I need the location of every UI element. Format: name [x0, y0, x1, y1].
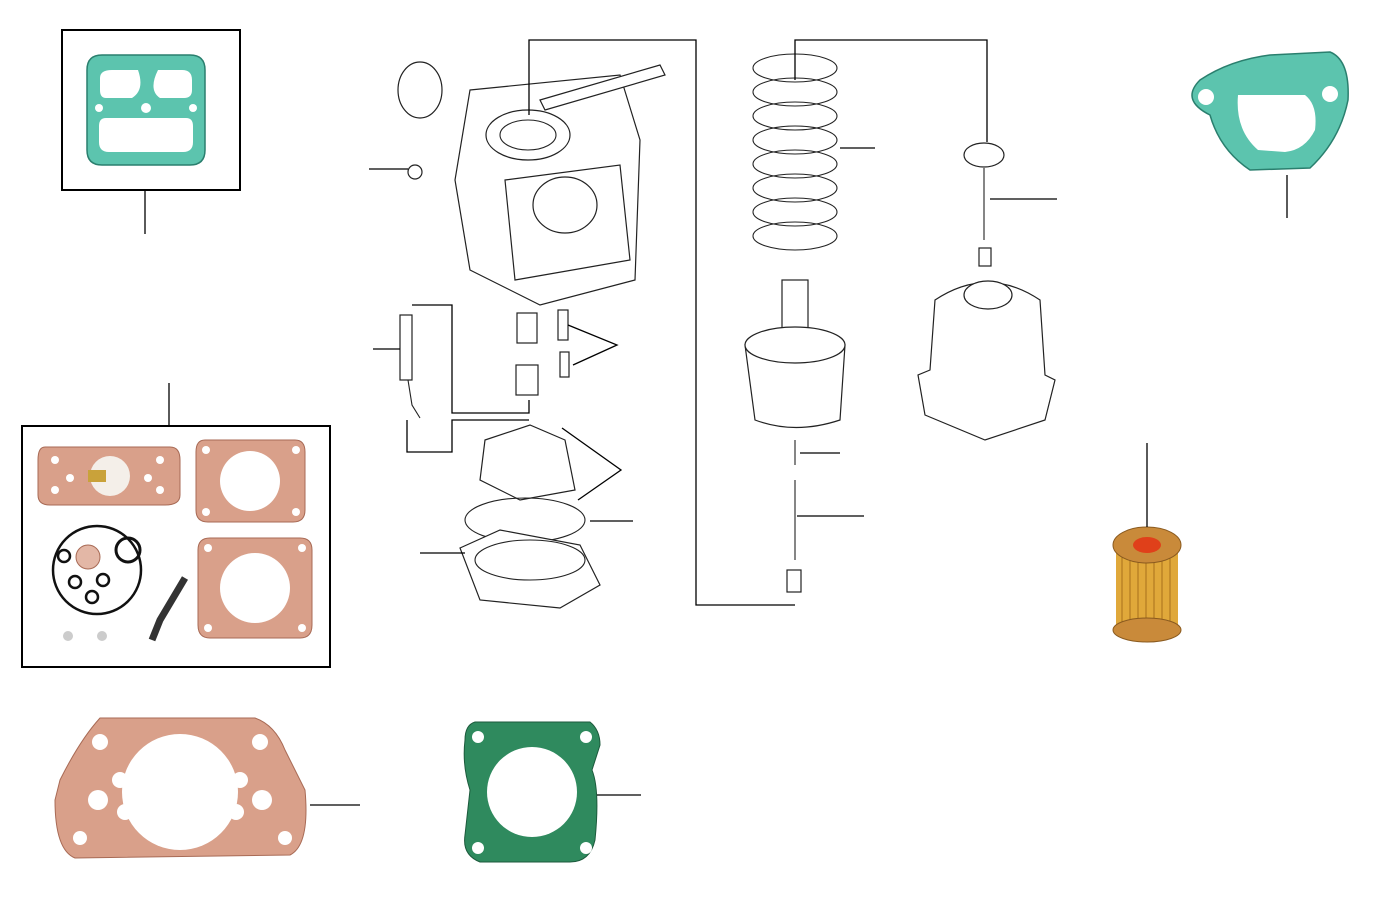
leader-line: [567, 324, 619, 366]
insulator-gasket-pink[interactable]: [54, 717, 360, 859]
insulator-gasket-green[interactable]: [463, 721, 641, 863]
carburettor-body[interactable]: [397, 61, 666, 609]
o-ring-icon: [51, 524, 143, 616]
piston-spring[interactable]: [744, 53, 846, 593]
leader-line: [794, 39, 988, 142]
float-chamber-gasket[interactable]: [61, 29, 241, 234]
leader-line: [561, 427, 623, 501]
suction-chamber[interactable]: [917, 142, 1056, 441]
float-chamber-icon: [459, 529, 601, 609]
rebuild-kit[interactable]: [21, 383, 331, 668]
leader-line: [406, 419, 529, 453]
fitting-icon: [407, 164, 423, 180]
fuel-filter[interactable]: [1112, 443, 1182, 643]
leader-line: [412, 304, 530, 414]
leader-lines: [369, 39, 1057, 606]
leader-line: [528, 39, 795, 606]
damper-icon: [963, 142, 1005, 168]
throttle-disc-icon: [397, 61, 443, 119]
dashpot-icon: [917, 282, 1056, 441]
float-icon: [479, 424, 576, 501]
piston-icon: [744, 344, 846, 429]
top-right-gasket[interactable]: [1191, 51, 1349, 218]
